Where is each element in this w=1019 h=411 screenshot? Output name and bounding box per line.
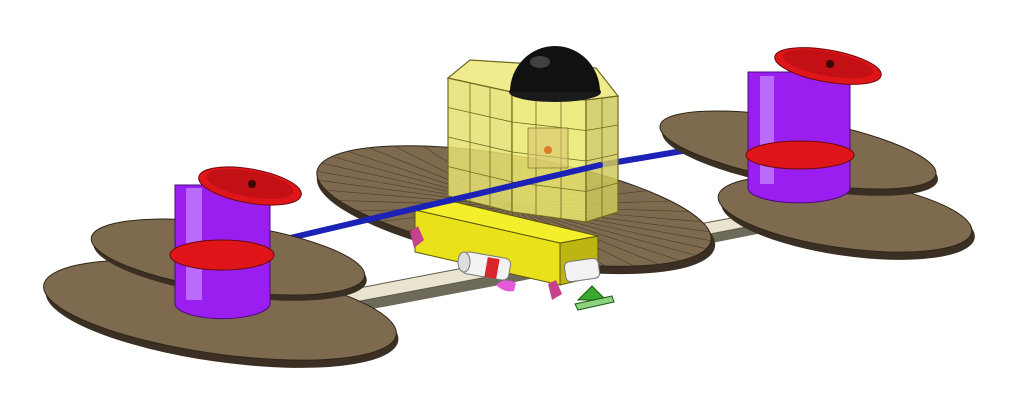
cage-grid-line (511, 121, 587, 131)
cage-grid-line (447, 136, 513, 153)
thruster-center (548, 280, 562, 300)
black-dome (509, 46, 601, 102)
thrusters (410, 226, 562, 300)
blue-boom-front (287, 162, 603, 241)
dome (510, 46, 600, 92)
dome-highlight (530, 56, 550, 68)
cage-inner-light (544, 146, 552, 154)
left-spool-assembly (43, 166, 399, 368)
right-spool-highlight (760, 76, 774, 184)
left-spool-hub (248, 180, 256, 188)
green-sensor-pod (574, 285, 615, 311)
cylinder-end (457, 251, 471, 273)
cylinder-right (563, 257, 601, 283)
left-spool-collar (169, 239, 275, 271)
white-cylinder (457, 251, 601, 283)
cage-grid-line (447, 166, 513, 183)
right-spool-assembly (659, 47, 938, 204)
right-spool-collar (745, 140, 855, 170)
magenta-nozzle (496, 280, 516, 292)
pod-base (574, 295, 615, 311)
cylinder-band (484, 257, 500, 279)
cage-grid-line (447, 107, 513, 123)
right-spool-hub (826, 60, 834, 68)
thruster-left (410, 226, 424, 248)
